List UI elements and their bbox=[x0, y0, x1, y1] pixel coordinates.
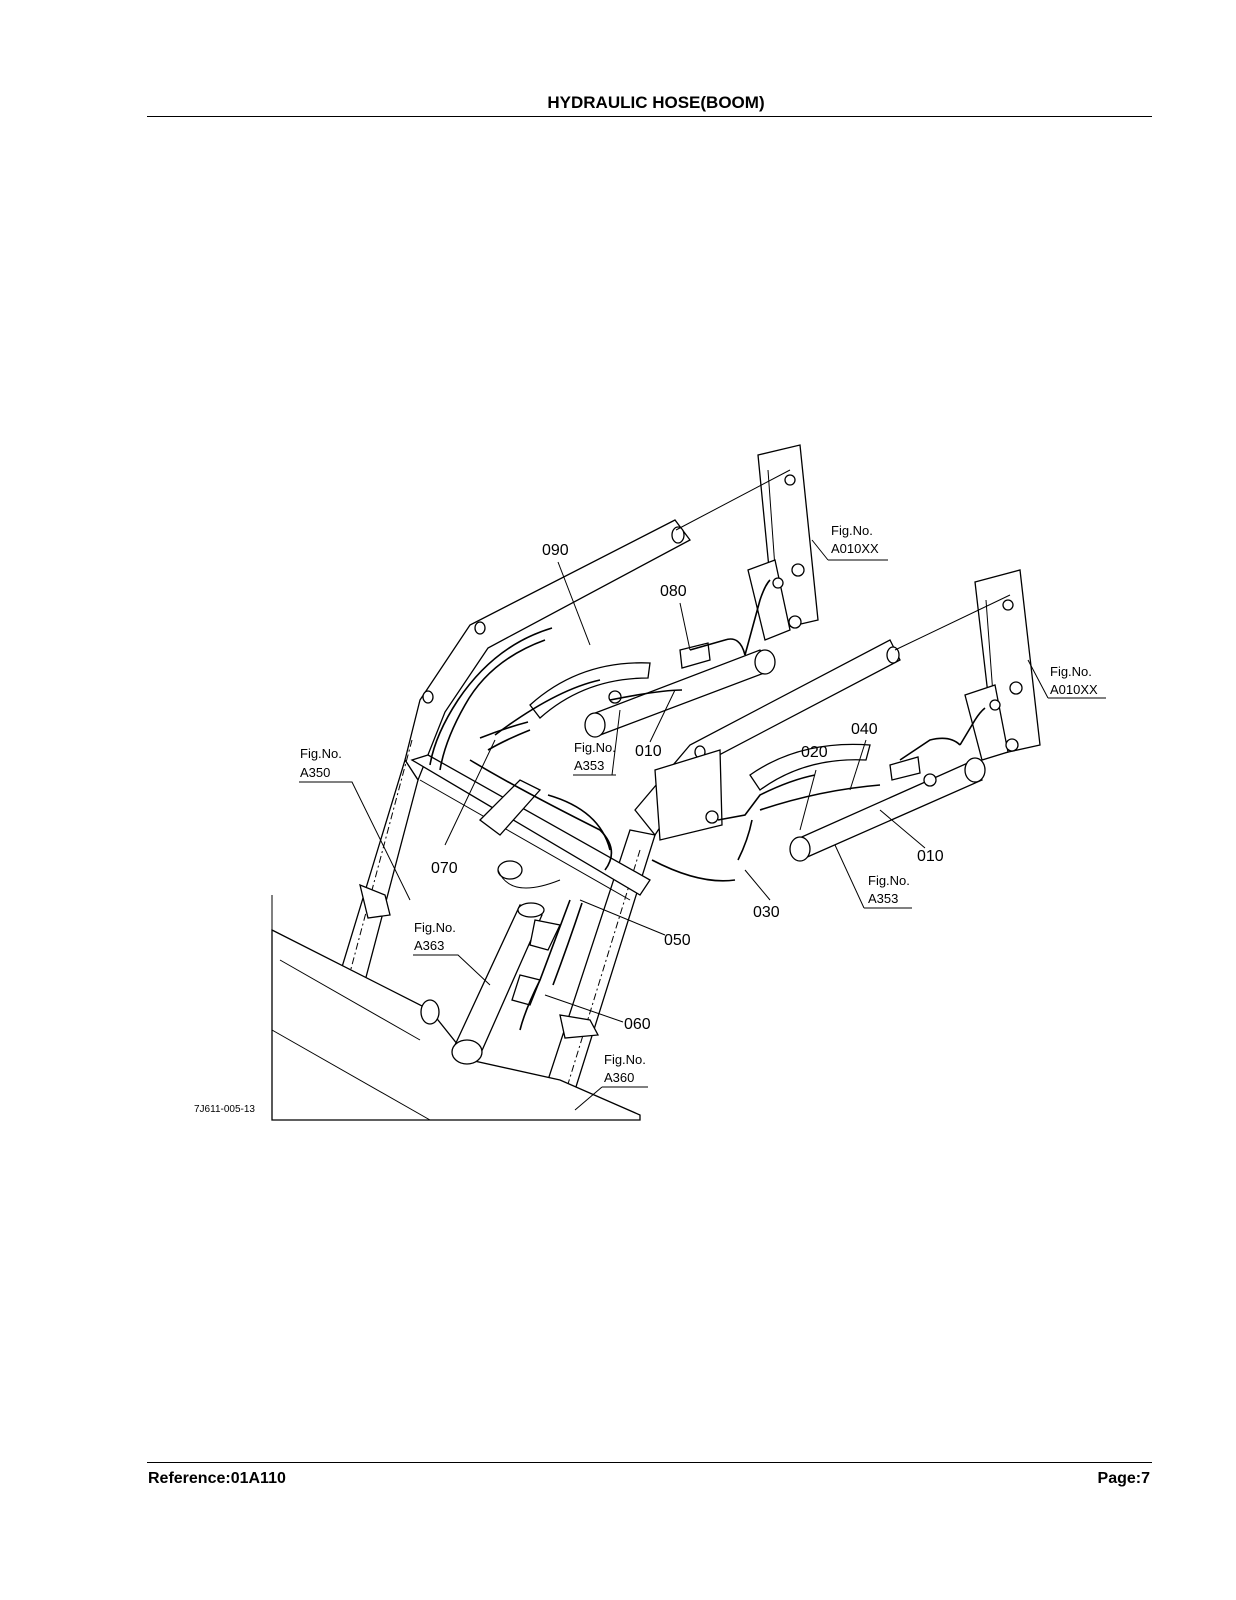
callout-070: 070 bbox=[431, 860, 458, 877]
figref-a353-right: A353 bbox=[868, 891, 898, 906]
hydraulic-hoses bbox=[429, 579, 986, 1031]
leader-lines bbox=[299, 469, 1106, 1111]
figref-a010-lower: A010XX bbox=[1050, 682, 1098, 697]
callout-040: 040 bbox=[851, 721, 878, 738]
figref-label: Fig.No. bbox=[574, 740, 616, 755]
figref-label: Fig.No. bbox=[414, 920, 456, 935]
bucket-cylinder bbox=[451, 902, 561, 1065]
figref-a353-left: A353 bbox=[574, 758, 604, 773]
callout-010-upper: 010 bbox=[635, 743, 662, 760]
figref-label: Fig.No. bbox=[604, 1052, 646, 1067]
figure-references: Fig.No. A010XX Fig.No. A010XX Fig.No. A3… bbox=[300, 523, 1098, 1085]
figref-label: Fig.No. bbox=[831, 523, 873, 538]
callout-010-lower: 010 bbox=[917, 848, 944, 865]
callout-020: 020 bbox=[801, 744, 828, 761]
page-number: Page:7 bbox=[1097, 1470, 1150, 1487]
figref-label: Fig.No. bbox=[300, 746, 342, 761]
lower-mount-bracket bbox=[964, 569, 1041, 761]
callout-030: 030 bbox=[753, 904, 780, 921]
figref-label: Fig.No. bbox=[1050, 664, 1092, 679]
callout-050: 050 bbox=[664, 932, 691, 949]
upper-boom-cylinder bbox=[584, 642, 776, 738]
figref-a363: A363 bbox=[414, 938, 444, 953]
callout-090: 090 bbox=[542, 542, 569, 559]
drawing-id: 7J611-005-13 bbox=[194, 1104, 255, 1115]
lower-boom-cylinder bbox=[789, 756, 986, 862]
page-title: HYDRAULIC HOSE(BOOM) bbox=[547, 93, 765, 112]
header-rule bbox=[147, 116, 1152, 117]
figref-a360: A360 bbox=[604, 1070, 634, 1085]
figref-label: Fig.No. bbox=[868, 873, 910, 888]
reference-label: Reference:01A110 bbox=[148, 1470, 286, 1487]
part-callouts: 090 080 010 040 020 010 070 030 050 060 bbox=[431, 542, 944, 1033]
callout-060: 060 bbox=[624, 1016, 651, 1033]
callout-080: 080 bbox=[660, 583, 687, 600]
footer-rule bbox=[147, 1462, 1152, 1463]
upper-mount-bracket bbox=[747, 444, 819, 641]
bucket-frame bbox=[271, 883, 641, 1121]
cross-tube bbox=[410, 754, 651, 901]
figref-a350: A350 bbox=[300, 765, 330, 780]
figref-a010-upper: A010XX bbox=[831, 541, 879, 556]
